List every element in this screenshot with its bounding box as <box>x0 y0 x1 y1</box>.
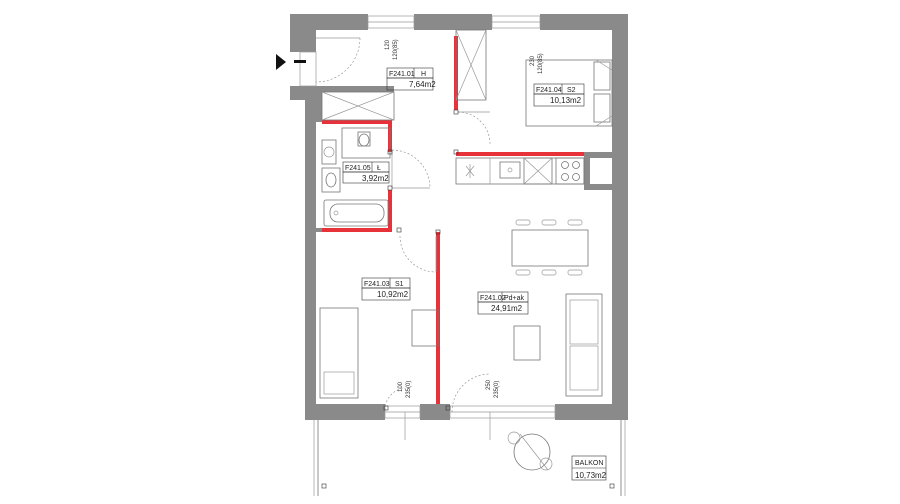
room-label-hall: F241.01 H 7,64m2 <box>386 67 436 91</box>
dining-table-icon <box>511 229 589 267</box>
room-code: F241.01 <box>389 71 415 78</box>
room-area: 7,64m2 <box>409 80 436 89</box>
sofa-icon <box>565 293 603 397</box>
bed-icon <box>525 59 613 127</box>
room-type: S2 <box>567 87 576 94</box>
room-label-balcony: BALKON 10,73m2 <box>571 455 607 481</box>
room-label-living: F241.02 Pd+ak 24,91m2 <box>477 291 529 315</box>
room-label-bathroom: F241.05 Ł 3,92m2 <box>342 161 390 184</box>
dimension-text: 120(85) <box>393 39 399 60</box>
entrance-arrow-icon <box>276 54 306 70</box>
room-type: H <box>421 71 426 78</box>
dimension-text: 120(85) <box>538 53 544 74</box>
dimension-text: 100 <box>398 381 404 392</box>
room-type: S1 <box>395 281 404 288</box>
room-area: 24,91m2 <box>491 304 523 313</box>
marks <box>321 109 615 489</box>
kitchen-fixtures <box>455 157 585 185</box>
room-code: F241.04 <box>536 87 562 94</box>
room-area: 3,92m2 <box>362 174 389 183</box>
windows <box>299 15 556 419</box>
bathroom-fixtures <box>321 127 391 227</box>
stove-burners-icon <box>555 157 585 185</box>
dimension-text: 250 <box>486 379 492 390</box>
sink-icon <box>499 161 521 179</box>
desk-icon <box>411 309 439 347</box>
room-area: 10,13m2 <box>550 96 582 105</box>
bathtub-icon <box>323 199 389 227</box>
bedroom2-fixtures <box>525 59 613 127</box>
dimension-text: 120 <box>385 39 391 50</box>
coffee-table-icon <box>513 325 541 361</box>
dimension-labels: 120 120(85) 230 120(85) 100 235(0) 250 2… <box>385 39 544 398</box>
dimension-text: 235(0) <box>494 381 500 398</box>
bedroom1-fixtures <box>319 307 439 399</box>
sink-icon <box>321 167 341 193</box>
room-type: Pd+ak <box>504 295 525 302</box>
living-fixtures <box>511 219 603 397</box>
balcony-name: BALKON <box>575 460 603 467</box>
balcony <box>313 420 626 496</box>
hall-fixtures <box>321 29 487 121</box>
inner-walls <box>316 86 612 232</box>
room-code: F241.03 <box>364 281 390 288</box>
lounge-chair-icon <box>507 431 553 471</box>
dimension-text: 235(0) <box>406 381 412 398</box>
dimension-text: 230 <box>530 55 536 66</box>
door-swings <box>315 37 491 440</box>
room-code: F241.02 <box>480 295 506 302</box>
balcony-area: 10,73m2 <box>575 471 607 480</box>
bed-icon <box>319 307 359 399</box>
room-code: F241.05 <box>345 165 371 172</box>
washer-icon <box>321 139 337 165</box>
outer-walls <box>290 14 628 420</box>
room-label-bedroom2: F241.04 S2 10,13m2 <box>533 83 585 107</box>
room-area: 10,92m2 <box>377 290 409 299</box>
room-label-bedroom1: F241.03 S1 10,92m2 <box>361 277 411 301</box>
room-type: Ł <box>377 165 381 172</box>
